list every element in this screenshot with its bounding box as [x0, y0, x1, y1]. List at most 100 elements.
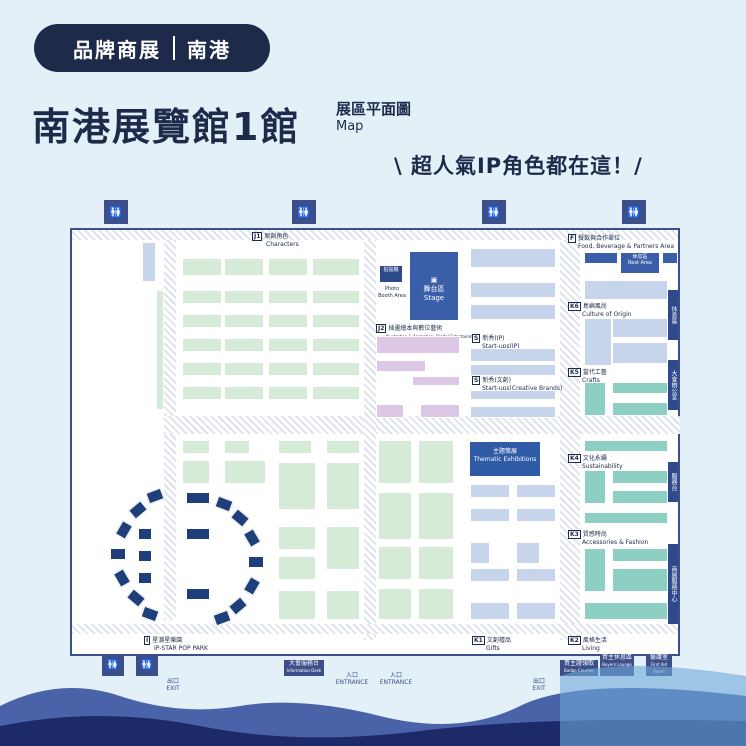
booth[interactable]: [612, 548, 668, 562]
ring-booth[interactable]: [230, 508, 250, 528]
ring-booth[interactable]: [186, 528, 210, 540]
ring-booth[interactable]: [110, 548, 126, 560]
booth[interactable]: [584, 602, 668, 620]
booth[interactable]: [470, 304, 556, 320]
booth[interactable]: [224, 258, 264, 276]
booth[interactable]: [470, 542, 490, 564]
booth[interactable]: [312, 290, 360, 304]
booth[interactable]: [268, 338, 308, 352]
ring-booth[interactable]: [140, 605, 160, 623]
booth[interactable]: [470, 282, 556, 298]
booth[interactable]: [470, 568, 510, 582]
ring-booth[interactable]: [242, 528, 262, 548]
booth[interactable]: [268, 258, 308, 276]
booth[interactable]: [312, 314, 360, 328]
booth[interactable]: [182, 314, 222, 328]
booth[interactable]: [182, 290, 222, 304]
booth[interactable]: [224, 290, 264, 304]
booth[interactable]: [470, 348, 556, 362]
ring-booth[interactable]: [114, 520, 134, 540]
booth[interactable]: [612, 342, 668, 364]
booth[interactable]: [278, 590, 316, 620]
booth[interactable]: [278, 440, 312, 454]
booth[interactable]: [516, 602, 556, 620]
ring-booth[interactable]: [228, 596, 248, 616]
ring-booth[interactable]: [138, 572, 152, 584]
booth[interactable]: [612, 382, 668, 394]
booth[interactable]: [224, 338, 264, 352]
booth[interactable]: [612, 318, 668, 338]
ring-booth[interactable]: [186, 588, 210, 600]
booth[interactable]: [418, 492, 454, 540]
booth[interactable]: [378, 492, 412, 540]
booth[interactable]: [268, 290, 308, 304]
booth[interactable]: [278, 462, 316, 510]
booth[interactable]: [278, 526, 316, 550]
booth[interactable]: [584, 382, 606, 416]
ring-booth[interactable]: [214, 495, 234, 513]
ring-booth[interactable]: [186, 492, 210, 504]
booth[interactable]: [584, 252, 618, 264]
booth[interactable]: [412, 376, 460, 386]
booth[interactable]: [662, 252, 678, 264]
booth[interactable]: [612, 470, 668, 484]
ring-booth[interactable]: [138, 528, 152, 540]
booth[interactable]: [268, 386, 308, 400]
booth[interactable]: [470, 364, 556, 376]
booth[interactable]: [182, 440, 210, 454]
booth[interactable]: [378, 440, 412, 484]
booth[interactable]: [584, 548, 606, 592]
side-booth[interactable]: [142, 242, 156, 282]
booth[interactable]: [418, 588, 454, 620]
ring-booth[interactable]: [126, 588, 146, 608]
booth[interactable]: [224, 460, 266, 484]
booth[interactable]: [182, 338, 222, 352]
booth[interactable]: [420, 404, 460, 418]
booth[interactable]: [268, 314, 308, 328]
booth[interactable]: [326, 590, 360, 620]
booth[interactable]: [470, 602, 510, 620]
booth[interactable]: [612, 568, 668, 592]
booth[interactable]: [268, 362, 308, 376]
booth[interactable]: [326, 440, 360, 454]
booth[interactable]: [224, 440, 250, 454]
booth[interactable]: [312, 258, 360, 276]
booth[interactable]: [584, 318, 612, 366]
side-booth[interactable]: [156, 290, 164, 410]
booth[interactable]: [278, 556, 316, 580]
booth[interactable]: [376, 360, 426, 372]
booth[interactable]: [516, 484, 556, 498]
booth[interactable]: [584, 280, 668, 300]
booth[interactable]: [182, 258, 222, 276]
booth[interactable]: [182, 460, 210, 484]
booth[interactable]: [224, 386, 264, 400]
booth[interactable]: [470, 248, 556, 268]
booth[interactable]: [516, 508, 556, 522]
booth[interactable]: [418, 546, 454, 580]
booth[interactable]: [326, 526, 360, 570]
booth[interactable]: [612, 402, 668, 416]
booth[interactable]: [312, 386, 360, 400]
ring-booth[interactable]: [128, 500, 148, 520]
booth[interactable]: [612, 490, 668, 504]
ring-booth[interactable]: [138, 550, 152, 562]
booth[interactable]: [378, 588, 412, 620]
booth[interactable]: [584, 470, 606, 504]
booth[interactable]: [312, 362, 360, 376]
booth[interactable]: [312, 338, 360, 352]
ring-booth[interactable]: [248, 556, 264, 568]
booth[interactable]: [516, 568, 556, 582]
ring-booth[interactable]: [112, 568, 132, 588]
booth[interactable]: [378, 546, 412, 580]
booth[interactable]: [470, 484, 510, 498]
booth[interactable]: [182, 362, 222, 376]
booth[interactable]: [326, 462, 360, 510]
booth[interactable]: [584, 440, 668, 452]
booth[interactable]: [516, 542, 540, 564]
booth[interactable]: [224, 362, 264, 376]
booth[interactable]: [376, 404, 404, 418]
ring-booth[interactable]: [145, 487, 165, 505]
booth[interactable]: [224, 314, 264, 328]
booth[interactable]: [470, 508, 510, 522]
booth[interactable]: [418, 440, 454, 484]
